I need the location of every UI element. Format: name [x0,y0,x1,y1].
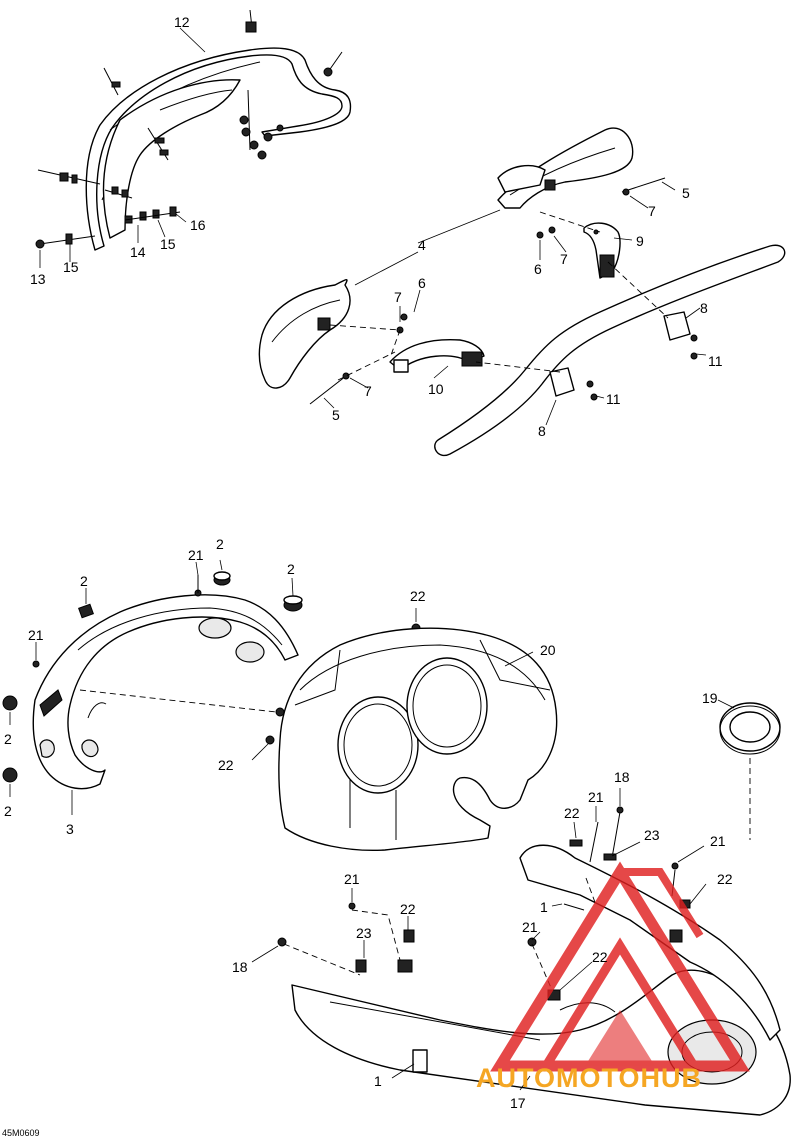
callout-7: 7 [648,203,656,219]
callout-21: 21 [188,547,204,563]
drawing-code: 45M0609 [2,1128,40,1138]
callout-6: 6 [534,261,542,277]
callout-21: 21 [28,627,44,643]
callout-23: 23 [356,925,372,941]
callout-leaders-top [39,27,707,426]
callout-11: 11 [606,391,621,407]
callout-20: 20 [540,642,556,658]
callout-9: 9 [636,233,644,249]
callout-21: 21 [588,789,604,805]
handlebar [434,244,786,457]
callout-16: 16 [190,217,206,233]
guard-bolts [309,177,666,405]
grommets [2,571,421,783]
callout-18: 18 [232,959,248,975]
handguard-left [258,279,351,389]
callout-4: 4 [418,237,426,253]
callout-8: 8 [538,423,546,439]
callout-2: 2 [287,561,295,577]
callout-7: 7 [560,251,568,267]
callout-19: 19 [702,690,718,706]
callout-22: 22 [400,901,416,917]
gauge-housing [278,627,558,852]
callout-21: 21 [522,919,538,935]
callout-12: 12 [174,14,190,30]
callout-2: 2 [4,803,12,819]
callout-5: 5 [682,185,690,201]
rod-fasteners [35,9,343,249]
callout-22: 22 [592,949,608,965]
gauge-ring [719,702,781,755]
callout-1: 1 [374,1073,382,1089]
callout-13: 13 [30,271,46,287]
console-upper [32,594,299,790]
callout-22: 22 [218,757,234,773]
callout-15: 15 [160,236,176,252]
callout-17: 17 [510,1095,526,1111]
callout-6: 6 [418,275,426,291]
callout-21: 21 [344,871,360,887]
callout-18: 18 [614,769,630,785]
callout-2: 2 [216,536,224,552]
callout-3: 3 [66,821,74,837]
callout-2: 2 [80,573,88,589]
callout-22: 22 [564,805,580,821]
bar-clamp-left [389,338,485,373]
clamp-blocks [549,311,698,401]
callout-11: 11 [708,353,723,369]
bar-clamp-right [583,222,621,279]
callout-7: 7 [364,383,372,399]
callout-8: 8 [700,300,708,316]
callout-15: 15 [63,259,79,275]
watermark-text: AUTOMOTOHUB [476,1063,702,1093]
callout-14: 14 [130,244,146,260]
callout-7: 7 [394,289,402,305]
callout-21: 21 [710,833,726,849]
console-fasteners [277,806,679,947]
callout-22: 22 [410,588,426,604]
callout-1: 1 [540,899,548,915]
callout-2: 2 [4,731,12,747]
callout-23: 23 [644,827,660,843]
callout-leaders-bottom [9,559,735,1091]
watermark-logo [490,861,750,1072]
callout-22: 22 [717,871,733,887]
callout-5: 5 [332,407,340,423]
callout-10: 10 [428,381,444,397]
handguard-right [497,127,634,209]
alignment-lines-top [329,211,669,381]
